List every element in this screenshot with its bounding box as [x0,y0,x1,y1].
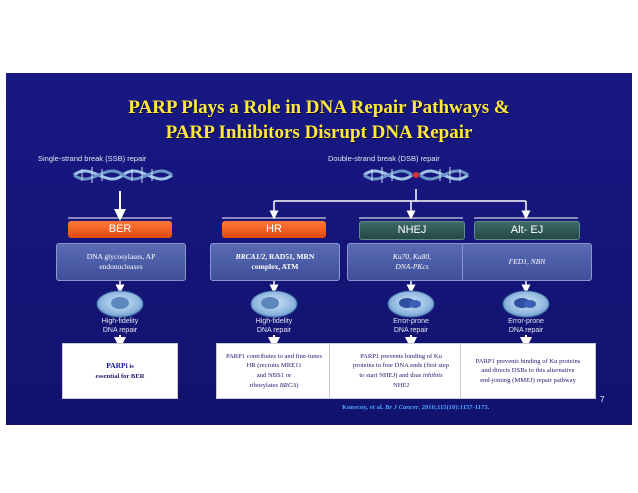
pathway-nhej: NHEJ [359,221,465,240]
cell-icon-ber [96,290,144,318]
diagram-graphics [68,167,578,349]
parpi-text: PARPi [106,360,128,370]
dna-helix-icon-ssb [73,167,173,183]
cell-icon-hr [250,290,298,318]
page-number: 7 [600,395,605,404]
nhej-proteins-line2: DNA-PKcs [395,262,429,271]
ber-role-line2: essential for BER [95,372,145,380]
pathway-hr: HR [222,221,326,238]
dna-helix-icon-dsb [363,167,469,183]
role-box-nhej: PARP1 prevents binding of Ku proteins to… [329,343,473,399]
dsb-repair-label: Double-strand break (DSB) repair [328,154,440,163]
card-ber-proteins: DNA glycosylases, AP endonucleases [56,243,186,281]
hr-proteins-line2: complex, ATM [251,262,299,271]
slide-title-line-2: PARP Inhibitors Disrupt DNA Repair [165,122,473,143]
pathway-altej: Alt- EJ [474,221,580,240]
nhej-proteins-line1: Ku70, Ku80, [392,251,432,261]
role-box-altej: PARP1 prevents binding of Ku proteins an… [460,343,596,399]
role-box-hr: PARP1 contributes to and fine-tunes HR (… [216,343,332,399]
role-box-ber: PARPi is essential for BER [62,343,178,399]
ssb-repair-label: Single-strand break (SSB) repair [38,154,147,163]
ber-proteins-text: DNA glycosylases, AP endonucleases [86,251,156,271]
card-nhej-proteins: Ku70, Ku80, DNA-PKcs [347,243,477,281]
altej-proteins-text: FED1, NBN [508,256,546,266]
slide: PARP Plays a Role in DNA Repair Pathways… [6,73,632,425]
slide-title-line-1: PARP Plays a Role in DNA Repair Pathways… [128,97,510,118]
hr-brca-text: BRCA1/2 [235,251,266,261]
pathway-ber: BER [68,221,172,238]
cell-icon-nhej [387,290,435,318]
card-hr-proteins: BRCA1/2, RAD51, MRN complex, ATM [210,243,340,281]
cell-icon-altej [502,290,550,318]
citation: Konecny, et al. Br J Cancer. 2016;115(10… [342,404,490,411]
card-altej-proteins: FED1, NBN [462,243,592,281]
hr-proteins-rest: , RAD51, MRN [265,251,315,261]
